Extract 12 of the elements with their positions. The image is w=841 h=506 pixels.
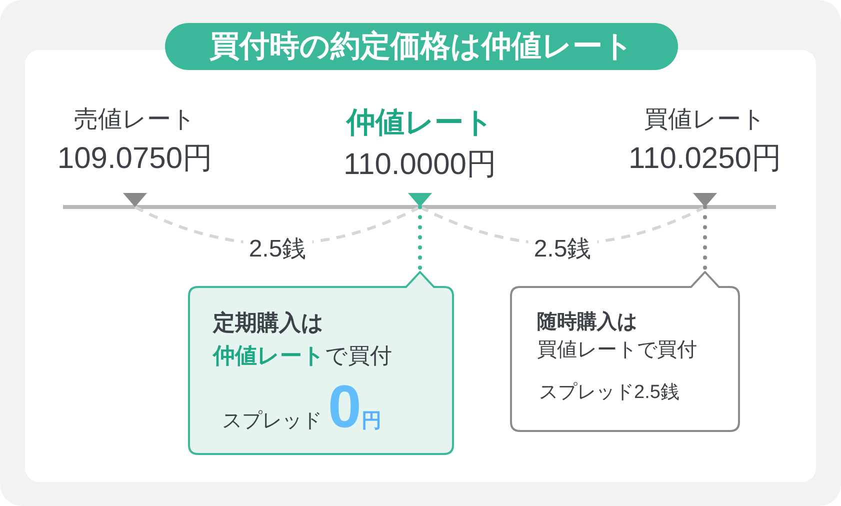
rate-value: 110.0250円 <box>628 140 782 177</box>
rate-value: 109.0750円 <box>57 140 213 177</box>
callout-heading: 随時購入は <box>537 310 637 335</box>
title-banner: 買付時の約定価格は仲値レート <box>165 23 678 70</box>
rate-value: 110.0000円 <box>344 146 496 183</box>
callout-text: 買値レートで買付 <box>537 338 697 363</box>
spread-text: スプレッド2.5銭 <box>539 383 680 402</box>
callout-text: 仲値レートで買付 <box>213 342 392 370</box>
rate-name: 買値レート <box>644 106 766 135</box>
callout-heading: 定期購入は <box>213 309 324 337</box>
rate-name: 仲値レート <box>346 106 494 141</box>
rate-name: 売値レート <box>74 106 196 135</box>
